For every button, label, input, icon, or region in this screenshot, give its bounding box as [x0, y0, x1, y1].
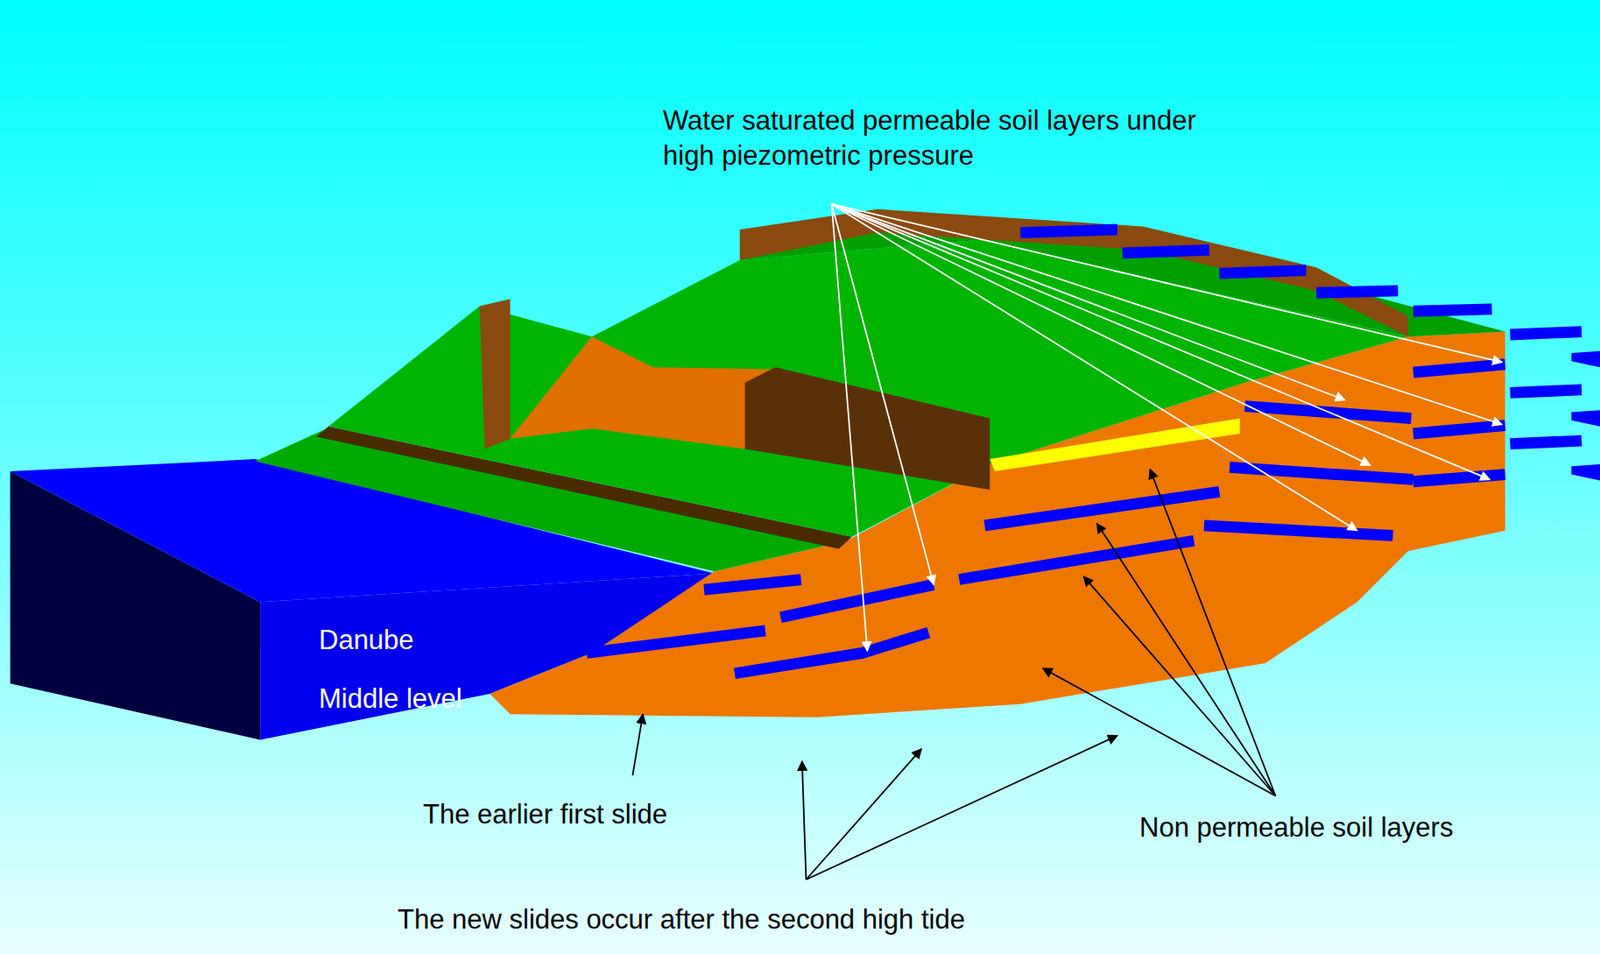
callout-label: Non permeable soil layers: [1139, 810, 1453, 846]
water-label: Middle level: [318, 681, 463, 717]
callout-label: The new slides occur after the second hi…: [397, 902, 966, 938]
water-label: Danube: [318, 622, 415, 658]
callout-label: The earlier first slide: [422, 796, 668, 832]
callout-label: Water saturated permeable soil layers un…: [662, 103, 1241, 175]
